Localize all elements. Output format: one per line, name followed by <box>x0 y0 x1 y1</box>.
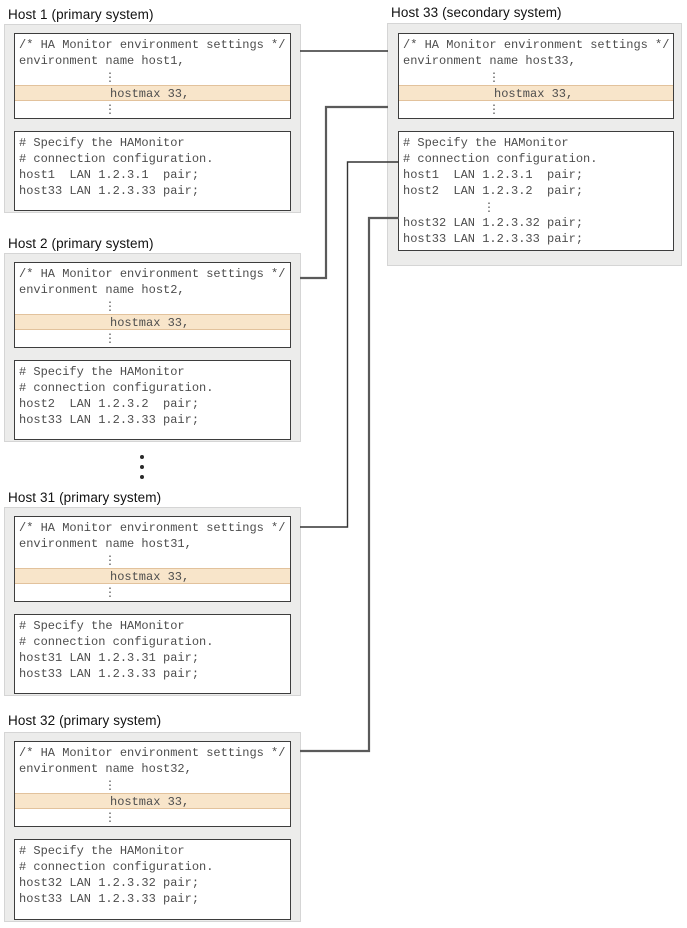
conn-row: host32 LAN 1.2.3.32 pair; <box>19 876 200 890</box>
conn-comment-2: # connection configuration. <box>19 860 214 874</box>
connector-host32-to-host33 <box>300 216 399 753</box>
conn-comment-1: # Specify the HAMonitor <box>403 136 569 150</box>
conn-comment-2: # connection configuration. <box>19 152 214 166</box>
hostmax-highlight: hostmax 33, <box>15 314 290 330</box>
host31-title: Host 31 (primary system) <box>8 490 162 505</box>
host33-title: Host 33 (secondary system) <box>391 5 562 20</box>
hostmax-highlight: hostmax 33, <box>399 85 673 101</box>
host1-env-box: /* HA Monitor environment settings */ en… <box>14 33 291 119</box>
hostmax-highlight: hostmax 33, <box>15 793 290 809</box>
vertical-ellipsis: ⋮ <box>104 331 116 345</box>
conn-row: host33 LAN 1.2.3.33 pair; <box>19 413 200 427</box>
ellipsis-dot <box>140 455 144 459</box>
conn-comment-1: # Specify the HAMonitor <box>19 619 185 633</box>
host32-conn-box: # Specify the HAMonitor # connection con… <box>14 839 291 920</box>
env-comment: /* HA Monitor environment settings */ <box>19 267 286 281</box>
env-comment: /* HA Monitor environment settings */ <box>19 746 286 760</box>
ellipsis-dot <box>140 465 144 469</box>
conn-comment-1: # Specify the HAMonitor <box>19 136 185 150</box>
conn-comment-2: # connection configuration. <box>403 152 598 166</box>
host33-section: /* HA Monitor environment settings */ en… <box>387 23 682 266</box>
host31-section: /* HA Monitor environment settings */ en… <box>4 507 301 696</box>
host33-env-box: /* HA Monitor environment settings */ en… <box>398 33 674 119</box>
env-name-line: environment name host32, <box>19 762 192 776</box>
host2-title: Host 2 (primary system) <box>8 236 154 251</box>
env-name-line: environment name host2, <box>19 283 185 297</box>
vertical-ellipsis: ⋮ <box>488 102 500 116</box>
env-name-line: environment name host33, <box>403 54 576 68</box>
conn-row: host31 LAN 1.2.3.31 pair; <box>19 651 200 665</box>
hostmax-highlight: hostmax 33, <box>15 568 290 584</box>
connector-host31-to-host33 <box>300 161 399 528</box>
vertical-ellipsis: ⋮ <box>104 299 116 313</box>
connector-host2-to-host33 <box>300 105 388 280</box>
conn-row: host33 LAN 1.2.3.33 pair; <box>19 892 200 906</box>
vertical-ellipsis: ⋮ <box>104 810 116 824</box>
host2-env-box: /* HA Monitor environment settings */ en… <box>14 262 291 348</box>
env-comment: /* HA Monitor environment settings */ <box>19 38 286 52</box>
vertical-ellipsis: ⋮ <box>104 585 116 599</box>
host32-env-box: /* HA Monitor environment settings */ en… <box>14 741 291 827</box>
env-name-line: environment name host1, <box>19 54 185 68</box>
vertical-ellipsis: ⋮ <box>104 102 116 116</box>
vertical-ellipsis: ⋮ <box>104 553 116 567</box>
conn-comment-2: # connection configuration. <box>19 635 214 649</box>
host1-title: Host 1 (primary system) <box>8 7 154 22</box>
hosts-ellipsis <box>140 455 144 479</box>
conn-row: host1 LAN 1.2.3.1 pair; <box>19 168 200 182</box>
host33-conn-box: # Specify the HAMonitor # connection con… <box>398 131 674 251</box>
host32-section: /* HA Monitor environment settings */ en… <box>4 732 301 922</box>
host32-title: Host 32 (primary system) <box>8 713 162 728</box>
vertical-ellipsis: ⋮ <box>483 200 495 214</box>
conn-row: host2 LAN 1.2.3.2 pair; <box>19 397 200 411</box>
env-name-line: environment name host31, <box>19 537 192 551</box>
conn-row: host1 LAN 1.2.3.1 pair; <box>403 168 584 182</box>
conn-row: host32 LAN 1.2.3.32 pair; <box>403 216 584 230</box>
conn-row: host2 LAN 1.2.3.2 pair; <box>403 184 584 198</box>
conn-row: host33 LAN 1.2.3.33 pair; <box>403 232 584 246</box>
vertical-ellipsis: ⋮ <box>488 70 500 84</box>
vertical-ellipsis: ⋮ <box>104 778 116 792</box>
vertical-ellipsis: ⋮ <box>104 70 116 84</box>
env-comment: /* HA Monitor environment settings */ <box>403 38 670 52</box>
conn-comment-2: # connection configuration. <box>19 381 214 395</box>
host31-env-box: /* HA Monitor environment settings */ en… <box>14 516 291 602</box>
host31-conn-box: # Specify the HAMonitor # connection con… <box>14 614 291 694</box>
conn-comment-1: # Specify the HAMonitor <box>19 844 185 858</box>
conn-row: host33 LAN 1.2.3.33 pair; <box>19 184 200 198</box>
conn-row: host33 LAN 1.2.3.33 pair; <box>19 667 200 681</box>
ellipsis-dot <box>140 475 144 479</box>
conn-comment-1: # Specify the HAMonitor <box>19 365 185 379</box>
hostmax-highlight: hostmax 33, <box>15 85 290 101</box>
host2-section: /* HA Monitor environment settings */ en… <box>4 253 301 442</box>
env-comment: /* HA Monitor environment settings */ <box>19 521 286 535</box>
host1-section: /* HA Monitor environment settings */ en… <box>4 24 301 213</box>
host2-conn-box: # Specify the HAMonitor # connection con… <box>14 360 291 440</box>
host1-conn-box: # Specify the HAMonitor # connection con… <box>14 131 291 211</box>
